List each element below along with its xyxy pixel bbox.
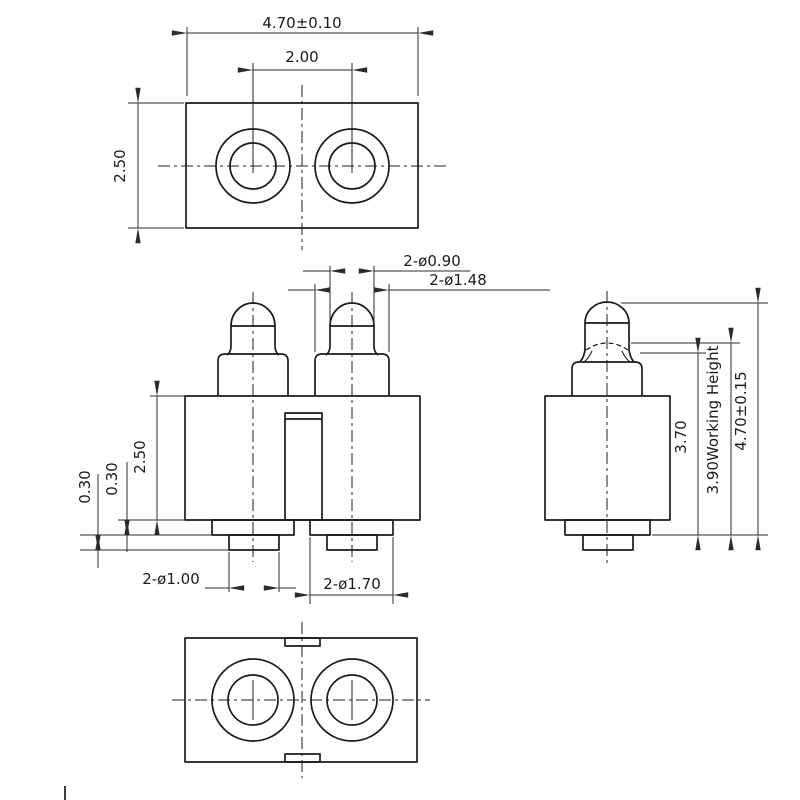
dim-top-depth: 2.50 — [111, 87, 184, 244]
side-pin-tip-dome — [584, 301, 630, 324]
dim-pin-pitch: 2.00 — [237, 48, 368, 73]
dim-exposed-height-label: 3.70 — [672, 420, 690, 453]
dim-tail-base-dia-label: 2-ø1.70 — [323, 575, 381, 593]
dim-top-width-label: 4.70±0.10 — [262, 14, 341, 32]
dim-pin-pitch-label: 2.00 — [285, 48, 318, 66]
center-slot — [284, 412, 323, 521]
dim-plunger-dia: 2-ø0.90 — [303, 252, 470, 324]
bottom-view — [172, 622, 430, 778]
dim-exposed-height: 3.70 — [640, 337, 706, 551]
dim-tail-step: 0.30 — [76, 470, 101, 568]
dim-barrel-dia-label: 2-ø1.48 — [429, 271, 487, 289]
pin-left-tip-dome — [230, 302, 276, 327]
dim-tail-step-label: 0.30 — [76, 470, 94, 503]
dim-top-depth-label: 2.50 — [111, 149, 129, 182]
side-tail-tip — [582, 534, 634, 551]
working-height-arc — [585, 342, 629, 351]
dim-overall-height: 4.70±0.15 — [621, 287, 768, 551]
dim-working-height: 3.90Working Height — [631, 327, 740, 551]
pin-right-tip-dome — [329, 302, 375, 327]
dim-tail-tip-dia-label: 2-ø1.00 — [142, 570, 200, 588]
dim-barrel-dia: 2-ø1.48 — [288, 271, 550, 352]
dim-top-width: 4.70±0.10 — [171, 14, 434, 96]
dim-working-height-label: 3.90Working Height — [704, 345, 722, 494]
pin-left-plunger — [226, 326, 280, 356]
side-pin-plunger — [579, 323, 635, 363]
pin-right-plunger — [325, 326, 379, 356]
side-view: 3.70 3.90Working Height 4.70±0.15 — [544, 287, 768, 564]
side-pin-neck-arcs — [583, 350, 631, 363]
tail-left-tip — [228, 534, 280, 551]
tail-extension-lines — [80, 519, 229, 551]
front-view: 2-ø0.90 2-ø1.48 2.50 0.30 0.30 — [76, 252, 550, 604]
dim-flange-step: 0.30 — [103, 462, 130, 552]
dim-body-height: 2.50 — [131, 380, 185, 536]
dim-overall-height-label: 4.70±0.15 — [732, 371, 750, 450]
dim-body-height-label: 2.50 — [131, 440, 149, 473]
dim-tail-tip-dia: 2-ø1.00 — [142, 552, 296, 592]
bottom-hole-axes — [252, 680, 353, 720]
dim-tail-base-dia: 2-ø1.70 — [294, 537, 409, 604]
top-view: 4.70±0.10 2.00 2.50 — [111, 14, 446, 250]
front-body — [184, 395, 421, 521]
dim-flange-step-label: 0.30 — [103, 462, 121, 495]
dim-plunger-dia-label: 2-ø0.90 — [403, 252, 461, 270]
